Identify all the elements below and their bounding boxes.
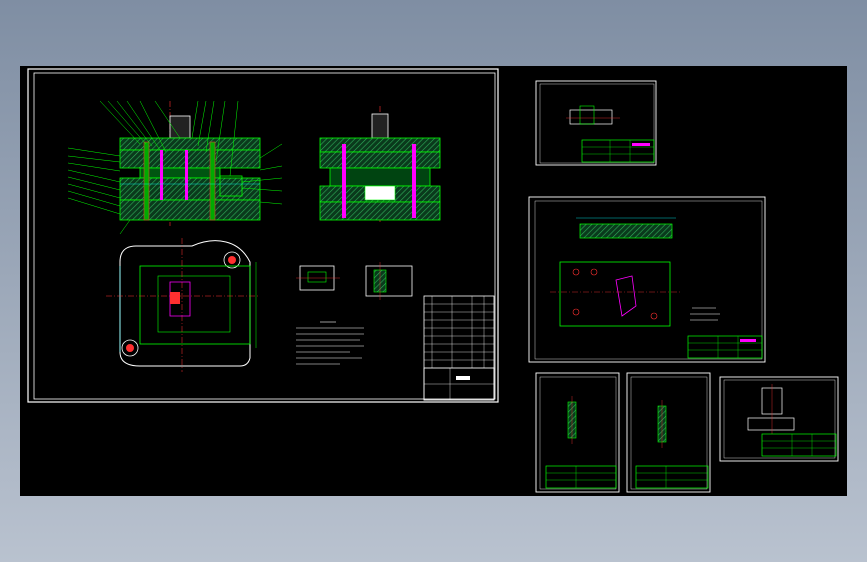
detail-sheet-2[interactable]	[528, 196, 766, 363]
title-block	[581, 139, 655, 163]
detail-view-a	[296, 265, 340, 291]
cad-drawing-canvas[interactable]	[20, 66, 847, 496]
assembly-sheet[interactable]	[27, 68, 499, 403]
parts-list-table	[423, 295, 495, 401]
title-block	[687, 335, 763, 359]
detail-sheet-4[interactable]	[626, 372, 711, 493]
detail-view-b	[365, 262, 413, 300]
detail-sheet-5[interactable]	[719, 376, 839, 462]
title-block	[635, 465, 709, 489]
sheet-outer-border	[27, 68, 499, 403]
technical-notes	[296, 321, 364, 365]
title-block	[761, 433, 837, 457]
plan-view	[106, 238, 260, 372]
detail-sheet-3[interactable]	[535, 372, 620, 493]
title-block	[545, 465, 617, 489]
notes-lines	[690, 307, 720, 321]
front-section-view	[67, 100, 283, 235]
title-block	[423, 367, 495, 401]
detail-sheet-1[interactable]	[535, 80, 657, 166]
side-section-view	[319, 106, 441, 224]
sheet-inner-border	[33, 72, 496, 400]
